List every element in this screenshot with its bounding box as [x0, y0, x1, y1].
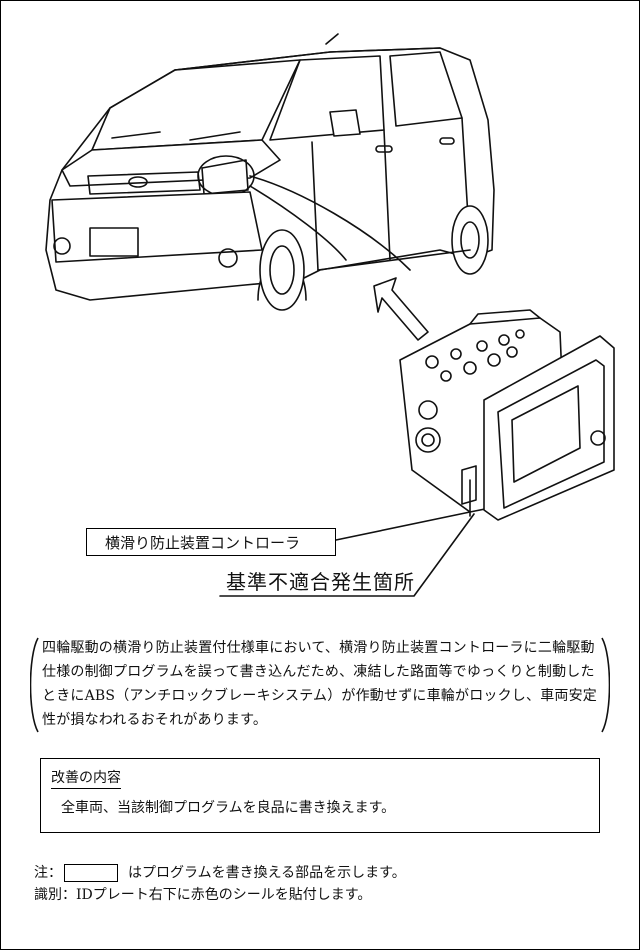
description-block: 四輪駆動の横滑り防止装置付仕様車において、横滑り防止装置コントローラに二輪駆動仕… [30, 636, 610, 734]
leader-curve-2 [249, 185, 347, 261]
legend-box-icon [64, 864, 118, 882]
note-line: 注： はプログラムを書き換える部品を示します。 [34, 862, 406, 884]
identification-note: 識別：IDプレート右下に赤色のシールを貼付します。 [34, 887, 372, 903]
notes: 注： はプログラムを書き換える部品を示します。 識別：IDプレート右下に赤色のシ… [34, 862, 406, 906]
vehicle-and-controller-illustration [45, 33, 615, 597]
note-prefix: 注： [34, 865, 62, 881]
arrow-icon [373, 277, 429, 341]
leader-line-defect [219, 513, 475, 597]
improvement-body: 全車両、当該制御プログラムを良品に書き換えます。 [61, 800, 396, 816]
part-label: 横滑り防止装置コントローラ [86, 528, 336, 556]
leader-line-part [335, 511, 471, 541]
leader-curve-1 [249, 175, 411, 271]
bracket-icon [30, 637, 610, 733]
defect-location-label: 基準不適合発生箇所 [226, 570, 415, 594]
improvement-title: 改善の内容 [51, 767, 121, 789]
improvement-box: 改善の内容 全車両、当該制御プログラムを良品に書き換えます。 [40, 758, 600, 833]
description-text: 四輪駆動の横滑り防止装置付仕様車において、横滑り防止装置コントローラに二輪駆動仕… [42, 640, 598, 728]
note-text: はプログラムを書き換える部品を示します。 [128, 865, 406, 881]
abs-controller-illustration [399, 309, 615, 521]
car-illustration [45, 33, 495, 311]
